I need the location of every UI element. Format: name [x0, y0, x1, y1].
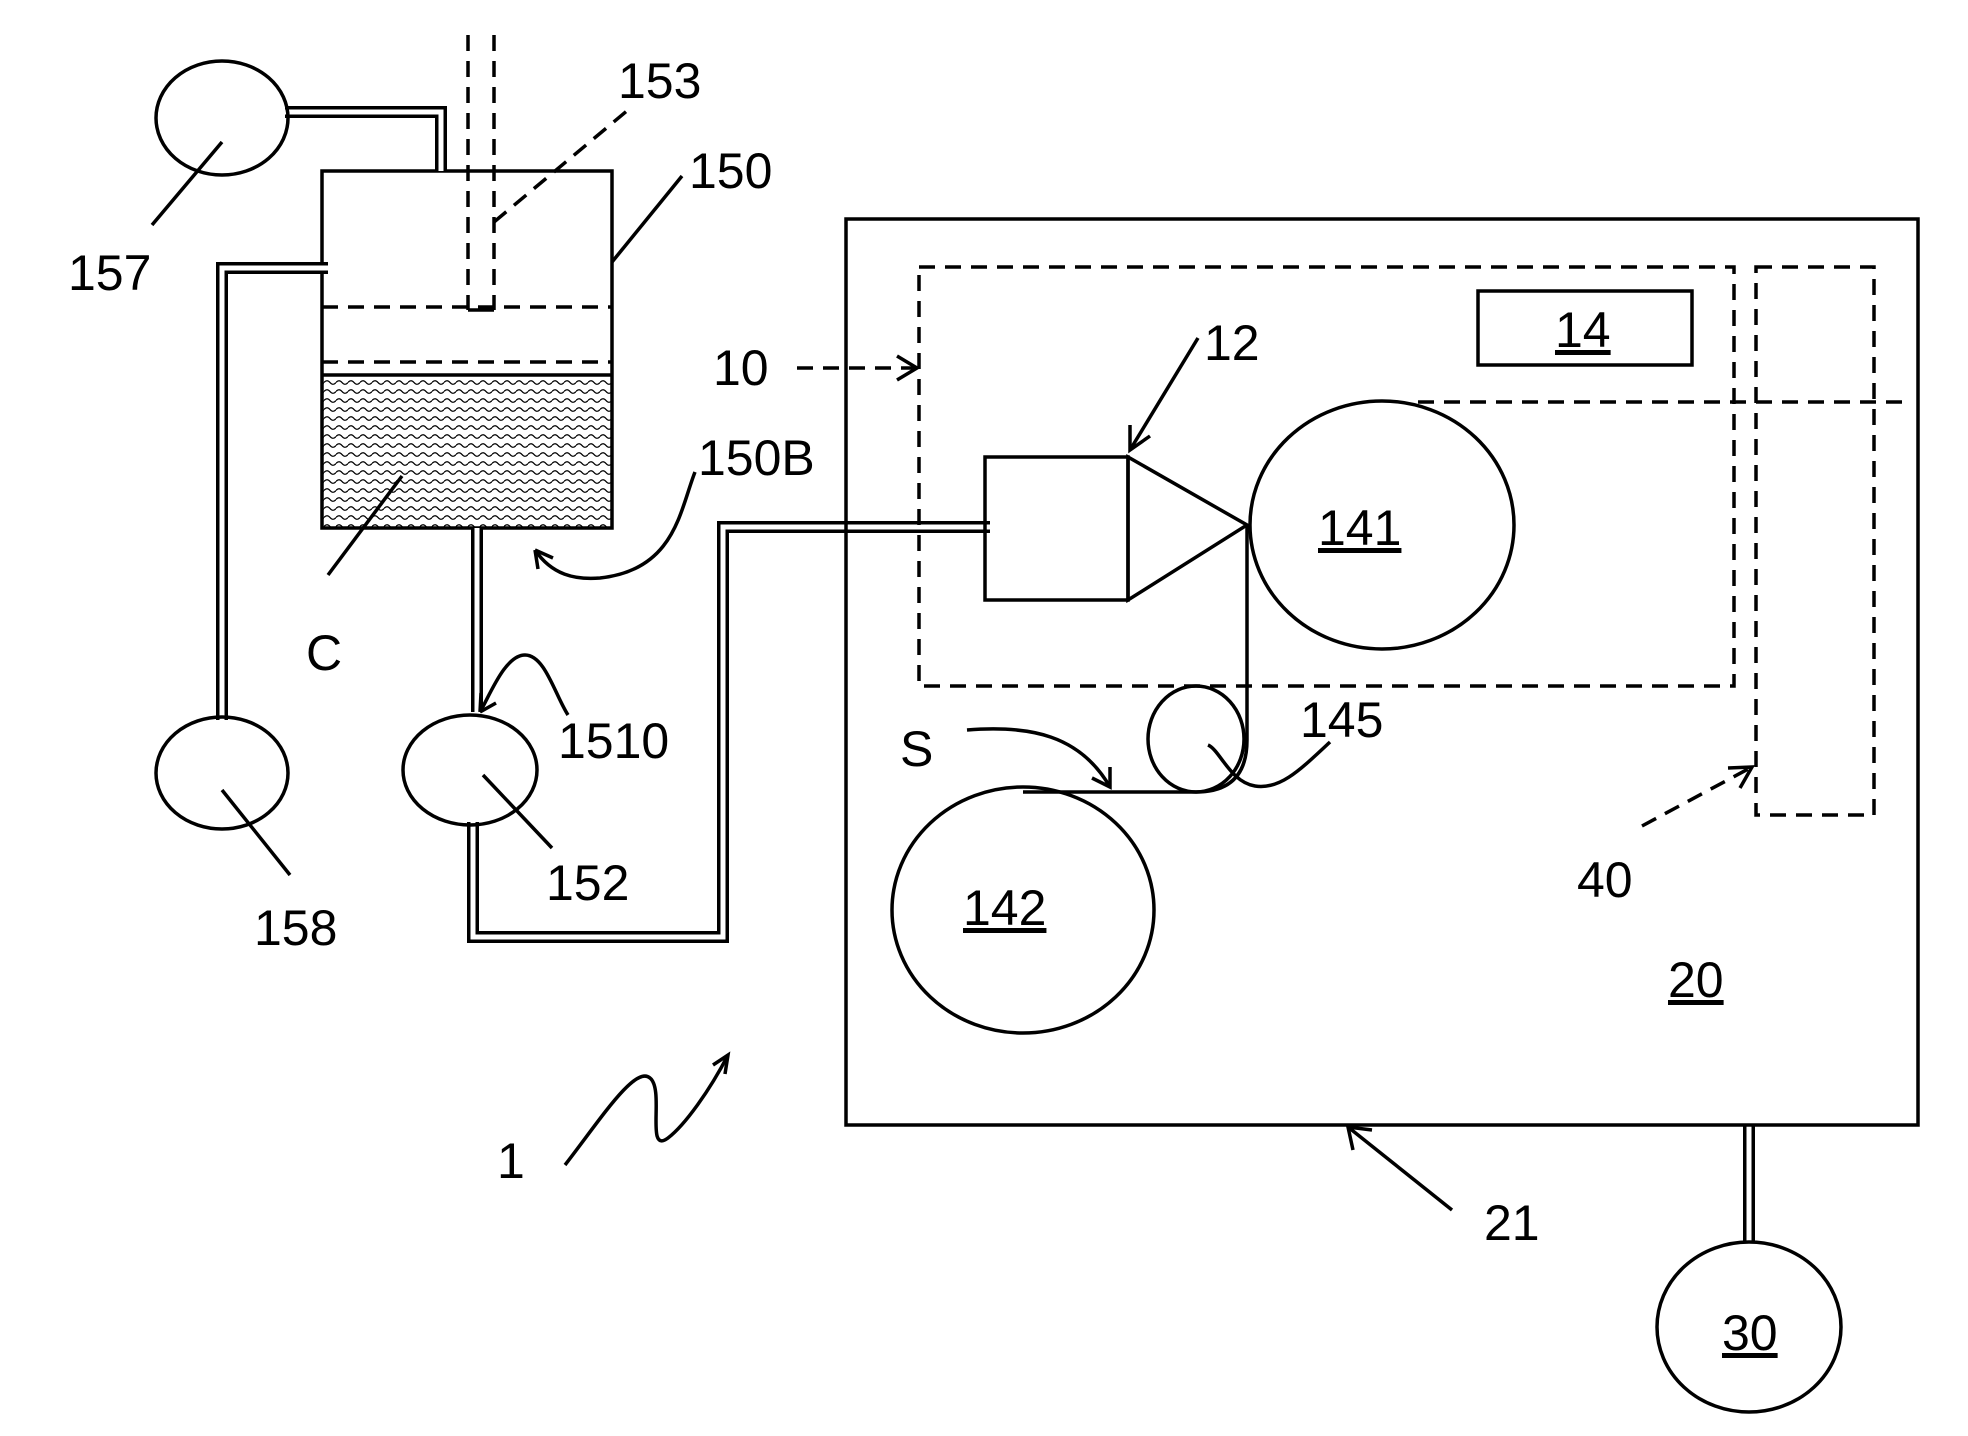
label-142: 142 — [963, 880, 1046, 936]
arrow-1 — [565, 1055, 728, 1165]
tank-liquid-c — [322, 375, 612, 527]
label-c: C — [306, 625, 342, 681]
label-150: 150 — [689, 143, 772, 199]
component-158 — [156, 717, 288, 829]
label-s: S — [900, 721, 933, 777]
label-21: 21 — [1484, 1195, 1540, 1251]
leader-157 — [152, 142, 222, 225]
dashed-region-10 — [919, 267, 1734, 686]
label-158: 158 — [254, 900, 337, 956]
label-153: 153 — [618, 53, 701, 109]
label-40: 40 — [1577, 852, 1633, 908]
leader-153 — [494, 110, 628, 222]
label-1: 1 — [497, 1133, 525, 1189]
substrate-path-s — [1023, 525, 1247, 792]
roller-145 — [1148, 686, 1244, 792]
label-152: 152 — [546, 855, 629, 911]
label-10: 10 — [713, 340, 769, 396]
label-141: 141 — [1318, 500, 1401, 556]
label-20: 20 — [1668, 952, 1724, 1008]
print-head-12 — [985, 457, 1247, 600]
arrow-10 — [797, 356, 917, 380]
leader-150 — [612, 176, 682, 262]
label-150b: 150B — [698, 430, 815, 486]
arrow-1510 — [480, 655, 568, 715]
arrow-21 — [1348, 1127, 1452, 1210]
label-30: 30 — [1722, 1305, 1778, 1361]
dashed-region-40 — [1756, 267, 1874, 815]
label-1510: 1510 — [558, 713, 669, 769]
component-157 — [156, 61, 288, 175]
leader-152 — [483, 775, 552, 848]
label-14: 14 — [1555, 302, 1611, 358]
arrow-40 — [1642, 767, 1752, 826]
label-145: 145 — [1300, 692, 1383, 748]
machine-frame-20 — [846, 219, 1918, 1125]
label-157: 157 — [68, 245, 151, 301]
arrow-12 — [1130, 338, 1198, 450]
pipe-157-to-tank — [285, 112, 441, 171]
arrow-s — [967, 729, 1110, 787]
label-12: 12 — [1204, 315, 1260, 371]
